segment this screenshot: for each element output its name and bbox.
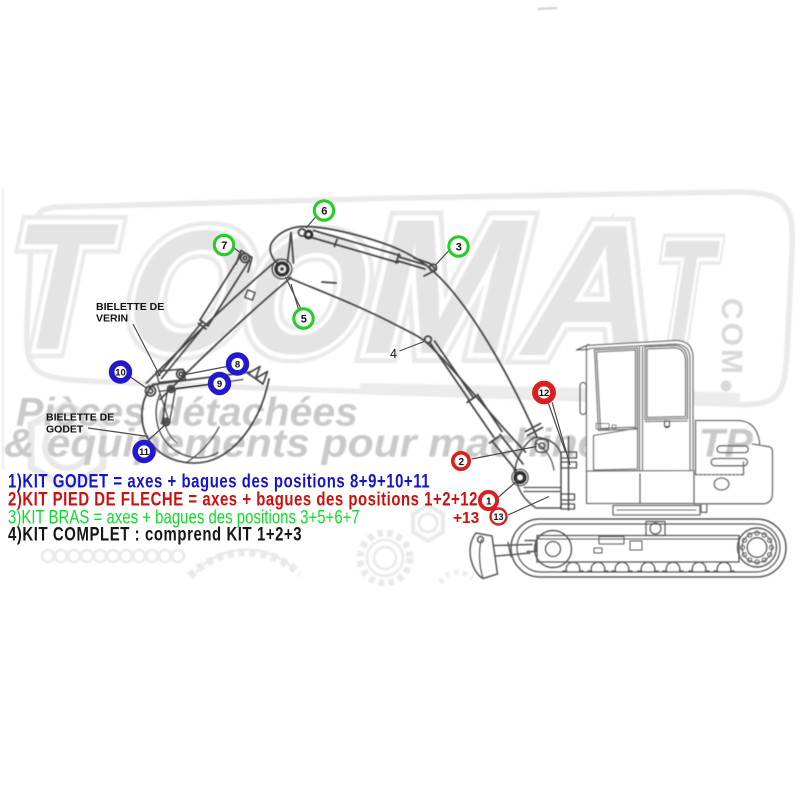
svg-text:4: 4 xyxy=(390,347,397,361)
svg-text:9: 9 xyxy=(217,379,222,390)
svg-text:GODET: GODET xyxy=(46,424,84,436)
svg-text:12: 12 xyxy=(539,388,550,399)
svg-text:1)KIT GODET = axes + bagues de: 1)KIT GODET = axes + bagues des position… xyxy=(8,471,430,492)
svg-text:10: 10 xyxy=(115,368,126,379)
svg-text:COM: COM xyxy=(715,298,748,377)
svg-text:3)KIT BRAS = axes + bagues des: 3)KIT BRAS = axes + bagues des positions… xyxy=(8,507,360,528)
svg-text:Pièces détachées: Pièces détachées xyxy=(16,391,358,435)
svg-text:2)KIT PIED DE FLECHE = axes +: 2)KIT PIED DE FLECHE = axes + bagues des… xyxy=(8,489,477,510)
svg-text:11: 11 xyxy=(139,447,150,458)
svg-text:5: 5 xyxy=(301,314,307,326)
svg-text:7: 7 xyxy=(221,240,227,252)
svg-text:1: 1 xyxy=(486,497,492,508)
svg-text:2: 2 xyxy=(459,457,465,468)
svg-text:6: 6 xyxy=(321,206,327,218)
svg-text:BIELETTE DE: BIELETTE DE xyxy=(46,412,114,424)
svg-text:13: 13 xyxy=(493,512,503,522)
svg-text:8: 8 xyxy=(235,360,240,371)
svg-text:VERIN: VERIN xyxy=(96,313,128,325)
svg-text:BIELETTE DE: BIELETTE DE xyxy=(96,301,164,313)
svg-text:4)KIT COMPLET : comprend KIT 1: 4)KIT COMPLET : comprend KIT 1+2+3 xyxy=(8,524,302,545)
svg-text:3: 3 xyxy=(456,242,462,254)
svg-text:+13: +13 xyxy=(453,510,480,527)
